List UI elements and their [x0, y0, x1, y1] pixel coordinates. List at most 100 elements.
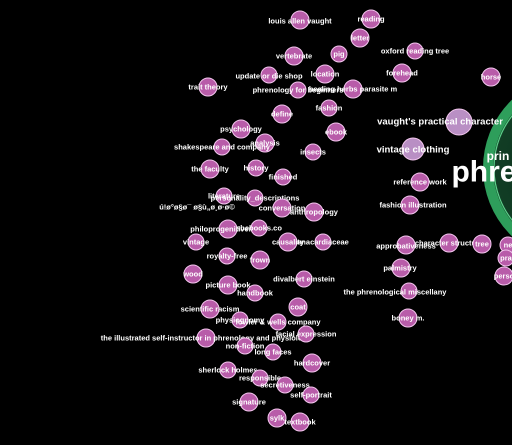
node-label: fashion illustration [379, 201, 447, 210]
node-label: long faces [254, 348, 291, 357]
graph-node-n53[interactable]: boney m. [392, 308, 425, 328]
node-label: ú!ø°ø§ø¯ ø§ù„ø¸ø·ø© [159, 203, 235, 212]
graph-node-n20[interactable]: shakespeare and company [174, 138, 271, 156]
graph-node-n29[interactable]: fashion illustration [379, 195, 447, 215]
graph-node-n22[interactable]: vintage clothing [377, 137, 450, 161]
node-label: perso [494, 272, 512, 281]
graph-node-n12[interactable]: phrenology for beginners [253, 81, 344, 99]
node-circle [472, 234, 492, 254]
node-circle [398, 308, 418, 328]
graph-node-n50[interactable]: scientific racism [181, 299, 240, 319]
graph-node-n54[interactable]: the illustrated self-instructor in phren… [101, 328, 312, 348]
graph-node-n46[interactable]: picture book [205, 275, 251, 295]
graph-node-n3[interactable]: letter [350, 28, 370, 48]
graph-node-n65[interactable]: textbook [284, 412, 316, 432]
graph-node-n23[interactable]: the faculty [191, 159, 230, 179]
graph-node-n56[interactable]: non-fiction [226, 337, 265, 355]
node-label: insects [300, 148, 326, 157]
graph-node-n8[interactable]: location [311, 64, 340, 84]
node-label: causality [272, 238, 305, 247]
graph-node-n51[interactable]: physiognomy [216, 311, 266, 329]
node-label: location [311, 70, 340, 79]
graph-node-n44[interactable]: wood [182, 264, 203, 284]
node-label: sherlock holmes [198, 366, 257, 375]
graph-node-n57[interactable]: long faces [254, 343, 292, 361]
node-label: trait theory [188, 83, 228, 92]
graph-node-n36[interactable]: causality [272, 232, 305, 252]
node-circle [196, 328, 216, 348]
node-label: the illustrated self-instructor in phren… [101, 334, 312, 343]
graph-node-n60[interactable]: responsible [239, 369, 281, 387]
graph-node-n55[interactable]: facial expression [276, 325, 337, 343]
node-circle [401, 137, 425, 161]
graph-node-n27[interactable]: literature [208, 187, 240, 205]
graph-node-n16[interactable]: vaught's practical character [377, 108, 503, 136]
graph-node-n4[interactable]: pig [330, 45, 348, 63]
graph-node-n58[interactable]: hardcover [294, 353, 330, 373]
graph-node-n17[interactable]: psychology [220, 119, 263, 139]
node-label: ne [504, 241, 512, 250]
graph-node-n25[interactable]: finished [269, 168, 298, 186]
node-circle [326, 122, 346, 142]
graph-node-n33[interactable]: philoprogenitiveness [190, 219, 266, 239]
graph-node-n67[interactable]: pra [497, 249, 512, 267]
node-label: textbook [284, 418, 316, 427]
graph-node-n38[interactable]: approbativeness [376, 235, 436, 255]
node-circle [272, 198, 292, 218]
graph-node-n64[interactable]: sylk [267, 408, 287, 428]
graph-node-n37[interactable]: anacardiaceae [297, 233, 349, 251]
graph-node-n42[interactable]: frown [250, 250, 271, 270]
graph-node-n39[interactable]: character structure [415, 233, 483, 253]
node-label: picture book [205, 281, 251, 290]
graph-node-n18[interactable]: ebook [325, 122, 348, 142]
graph-node-n68[interactable]: perso [494, 266, 512, 286]
graph-node-n63[interactable]: signature [232, 392, 266, 412]
graph-node-n7[interactable]: update or die shop [235, 66, 303, 84]
node-circle [361, 9, 381, 29]
graph-node-n1[interactable]: louis allen vaught [268, 10, 332, 30]
graph-node-n47[interactable]: handbook [237, 284, 274, 302]
graph-node-n45[interactable]: divalbert einstein [273, 270, 335, 288]
graph-node-n34[interactable]: abebooks.co [236, 219, 282, 237]
graph-node-n13[interactable]: healing herbs parasite m [309, 79, 398, 99]
graph-node-n26[interactable]: reference work [393, 172, 448, 192]
graph-node-n40[interactable]: tree [472, 234, 492, 254]
node-circle [231, 311, 249, 329]
graph-node-n6[interactable]: oxford reading tree [381, 42, 449, 60]
graph-node-n48[interactable]: the phrenological miscellany [344, 282, 448, 300]
graph-node-n41[interactable]: royalty-free [207, 247, 248, 265]
node-label: responsible [239, 374, 281, 383]
graph-node-n28[interactable]: personality_descriptions [211, 189, 300, 207]
node-circle [260, 66, 278, 84]
node-label: coat [290, 303, 306, 312]
graph-node-n52[interactable]: fowler & wells company [235, 313, 321, 331]
graph-node-n30[interactable]: ú!ø°ø§ø¯ ø§ù„ø¸ø·ø© [159, 203, 235, 212]
hub-node[interactable]: prin phre [451, 78, 512, 258]
graph-node-n9[interactable]: forehead [386, 63, 418, 83]
graph-node-n19[interactable]: analysis [250, 133, 280, 153]
graph-node-n24[interactable]: history [243, 159, 269, 177]
node-label: louis allen vaught [268, 17, 332, 26]
graph-node-n32[interactable]: anthropology [290, 202, 339, 222]
graph-node-n43[interactable]: palmistry [383, 258, 417, 278]
node-label: secretiveness [260, 381, 310, 390]
graph-node-n14[interactable]: fashion [316, 99, 343, 117]
graph-node-n10[interactable]: horse [481, 67, 501, 87]
graph-node-n31[interactable]: conversation [259, 198, 306, 218]
graph-node-n15[interactable]: define [271, 104, 293, 124]
graph-node-n21[interactable]: insects [300, 143, 326, 161]
graph-node-n5[interactable]: vertebrate [276, 46, 312, 66]
graph-node-n11[interactable]: trait theory [188, 77, 228, 97]
node-label: finished [269, 173, 298, 182]
node-label: oxford reading tree [381, 47, 449, 56]
graph-node-n59[interactable]: sherlock holmes [198, 361, 258, 379]
graph-node-n61[interactable]: secretiveness [260, 376, 310, 394]
graph-node-n49[interactable]: coat [288, 297, 308, 317]
graph-node-n62[interactable]: self-portrait [290, 386, 332, 404]
node-label: sylk [270, 414, 285, 423]
node-circle [250, 219, 268, 237]
graph-node-n2[interactable]: reading [357, 9, 385, 29]
graph-node-n35[interactable]: vintage [183, 233, 209, 251]
